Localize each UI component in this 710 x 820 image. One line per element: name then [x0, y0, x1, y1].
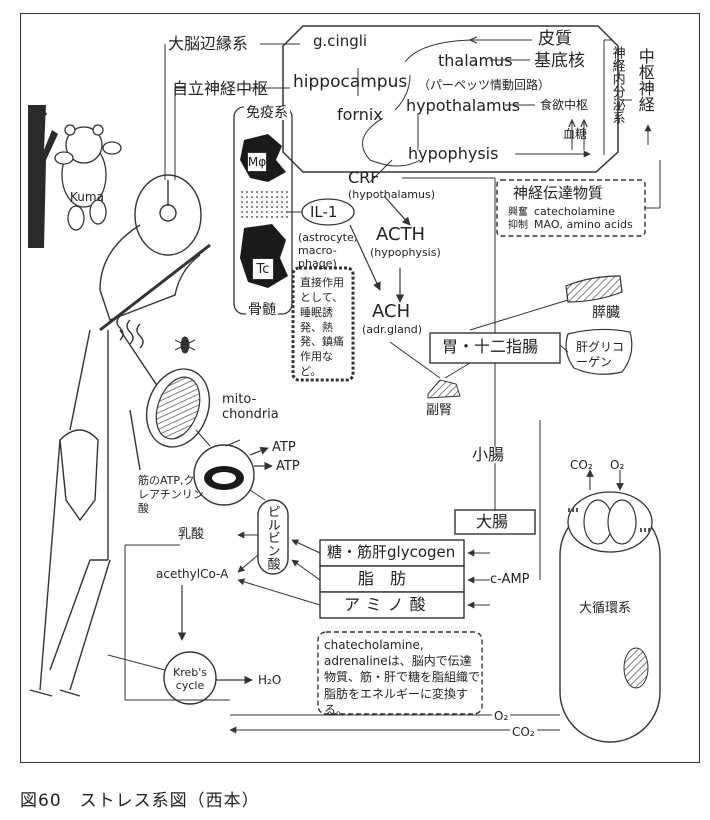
h2o-label: H₂O	[258, 673, 282, 687]
kreb-circle	[163, 651, 217, 705]
large-intestine-label: 大腸	[476, 512, 509, 531]
pancreas-label: 膵臓	[592, 305, 620, 321]
blood-sugar-label: 血糖	[563, 127, 588, 141]
insect-icon	[174, 336, 196, 354]
pyruvate-label: ピルビン酸	[264, 505, 280, 570]
inhibit-value: MAO, amino acids	[534, 218, 633, 231]
acth-label: ACTH	[376, 224, 426, 245]
immune-system-label: 免疫系	[244, 105, 290, 121]
heart-shape	[567, 491, 653, 553]
pancreas-shape	[565, 275, 623, 303]
direct-effect-note: 直接作用として、睡眠誘発、熱発、鎮痛作用など。	[300, 276, 344, 379]
crf-source-label: (hypothalamus)	[348, 188, 436, 201]
acetyl-coa-label: acethylCo-A	[156, 567, 229, 581]
stomach-duodenum-label: 胃・十二指腸	[442, 337, 539, 356]
autonomic-center-label: 自立神経中枢	[172, 79, 269, 98]
cortex-label: 皮質	[538, 29, 572, 49]
liver-shape	[565, 328, 633, 375]
liver-glycogen-label: 肝グリコーゲン	[576, 340, 625, 369]
stomach-box	[429, 332, 561, 364]
muscle-illustration	[145, 368, 211, 448]
thalamus-label: thalamus	[438, 51, 513, 70]
excite-value: catecholamine	[534, 205, 615, 218]
cns-label: 中枢神経	[635, 48, 655, 112]
muscle-atp-label: 筋のATP,クレアチンリン酸	[138, 474, 204, 515]
atp-label-2: ATP	[276, 459, 300, 474]
inhibit-label: 抑制	[508, 220, 528, 231]
il1-label: IL-1	[310, 203, 338, 221]
neurotransmitter-title: 神経伝達物質	[513, 184, 604, 202]
appetite-center-label: 食欲中枢	[540, 98, 589, 112]
il1-source-note: (astrocyte, macro-phage)	[298, 231, 358, 271]
fat-label: 脂 肪	[358, 569, 407, 588]
kidney-shape	[623, 647, 649, 689]
endocrine-system-label: 神経内分泌系	[609, 46, 625, 124]
glycogen-label: 糖・筋肝glycogen	[327, 543, 456, 561]
catechol-note-box	[317, 631, 483, 715]
brain-octagon	[282, 25, 619, 173]
hypophysis-label: hypophysis	[408, 144, 499, 163]
catecholamine-note: chatecholamine, adrenalineは、脳内で伝達物質、筋・肝で…	[324, 638, 481, 717]
co2-flow-label: CO₂	[510, 725, 537, 739]
adrenal-label: 副腎	[426, 403, 453, 418]
basal-ganglia-label: 基底核	[534, 51, 585, 71]
tree-illustration	[28, 105, 58, 248]
lactate-label: 乳酸	[178, 527, 205, 542]
kuma-bear	[54, 124, 122, 231]
atp-label-1: ATP	[272, 440, 296, 455]
adrenal-shape	[427, 379, 461, 399]
o2-label: O₂	[610, 458, 625, 472]
tc-cell-label: Tc	[252, 258, 274, 280]
bone-marrow-label: 骨髄	[246, 302, 278, 318]
o2-flow-label: O₂	[492, 709, 511, 723]
camp-label: c-AMP	[490, 572, 530, 587]
papez-circuit-label: （パーペッツ情動回路）	[418, 78, 551, 92]
mitochondria-illustration	[193, 429, 255, 506]
runner-figure	[29, 174, 211, 697]
kuma-label: Kuma	[70, 190, 104, 204]
small-intestine-label: 小腸	[472, 445, 505, 464]
acth-source-label: (hypophysis)	[370, 246, 441, 259]
mitochondria-label: mito-chondria	[222, 392, 279, 422]
glycogen-box	[319, 539, 465, 567]
hippocampus-label: hippocampus	[293, 72, 408, 92]
pyruvate-capsule	[257, 499, 289, 575]
fat-box	[319, 565, 465, 593]
hypothalamus-label: hypothalamus	[406, 96, 521, 115]
direct-effect-box	[291, 266, 355, 382]
kreb-cycle-label: Kreb's cycle	[173, 666, 207, 693]
circulation-label: 大循環系	[579, 601, 632, 616]
amino-acid-label: アミノ酸	[344, 595, 432, 614]
large-intestine-box	[454, 509, 536, 535]
m-cell-label: Mφ	[247, 152, 267, 172]
ach-source-label: (adr.gland)	[362, 323, 423, 336]
fornix-label: fornix	[337, 105, 383, 124]
crf-label: CRF	[348, 168, 380, 187]
g-cingli-label: g.cingli	[313, 32, 368, 50]
limbic-system-label: 大脳辺縁系	[168, 34, 249, 53]
excite-label: 興奮	[508, 207, 528, 218]
ach-label: ACH	[372, 301, 411, 322]
figure-caption: 図60 ストレス系図（西本）	[20, 791, 260, 811]
co2-label: CO₂	[570, 458, 593, 472]
diagram-frame	[20, 13, 700, 763]
